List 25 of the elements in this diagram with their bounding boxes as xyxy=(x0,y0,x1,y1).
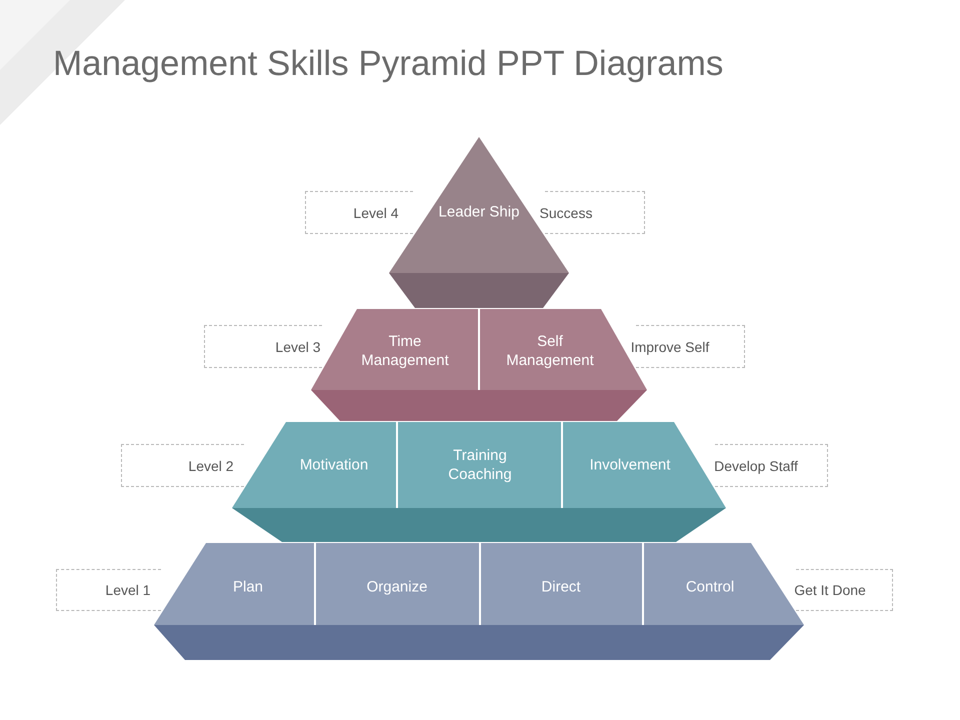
dashed-label-band xyxy=(121,444,244,487)
segment-label: Motivation xyxy=(298,456,370,474)
dashed-label-band xyxy=(204,325,322,368)
level-label: Level 1 xyxy=(105,582,151,598)
dashed-label-band xyxy=(56,569,161,611)
segment-label: Direct xyxy=(540,578,582,596)
segment-label: Training Coaching xyxy=(447,446,513,484)
segment-label: Time Management xyxy=(360,332,450,370)
dashed-label-band xyxy=(305,191,413,234)
segment-label: Leader Ship xyxy=(438,202,520,222)
dashed-label-band xyxy=(715,444,828,487)
segment-label: Organize xyxy=(366,578,428,596)
level-label: Level 3 xyxy=(275,338,321,354)
title: Management Skills Pyramid PPT Diagrams xyxy=(53,44,724,84)
segment-label: Plan xyxy=(232,578,264,596)
level-label: Get It Done xyxy=(794,582,866,598)
level-label: Improve Self xyxy=(630,338,710,354)
level-label: Level 4 xyxy=(353,204,399,220)
level-label: Level 2 xyxy=(188,458,234,474)
segment-label: Self Management xyxy=(505,332,595,370)
segment-label: Control xyxy=(684,578,736,596)
dashed-label-band xyxy=(796,569,893,611)
level-label: Success xyxy=(540,204,592,220)
level-label: Develop Staff xyxy=(714,458,798,474)
segment-label: Involvement xyxy=(588,456,672,474)
